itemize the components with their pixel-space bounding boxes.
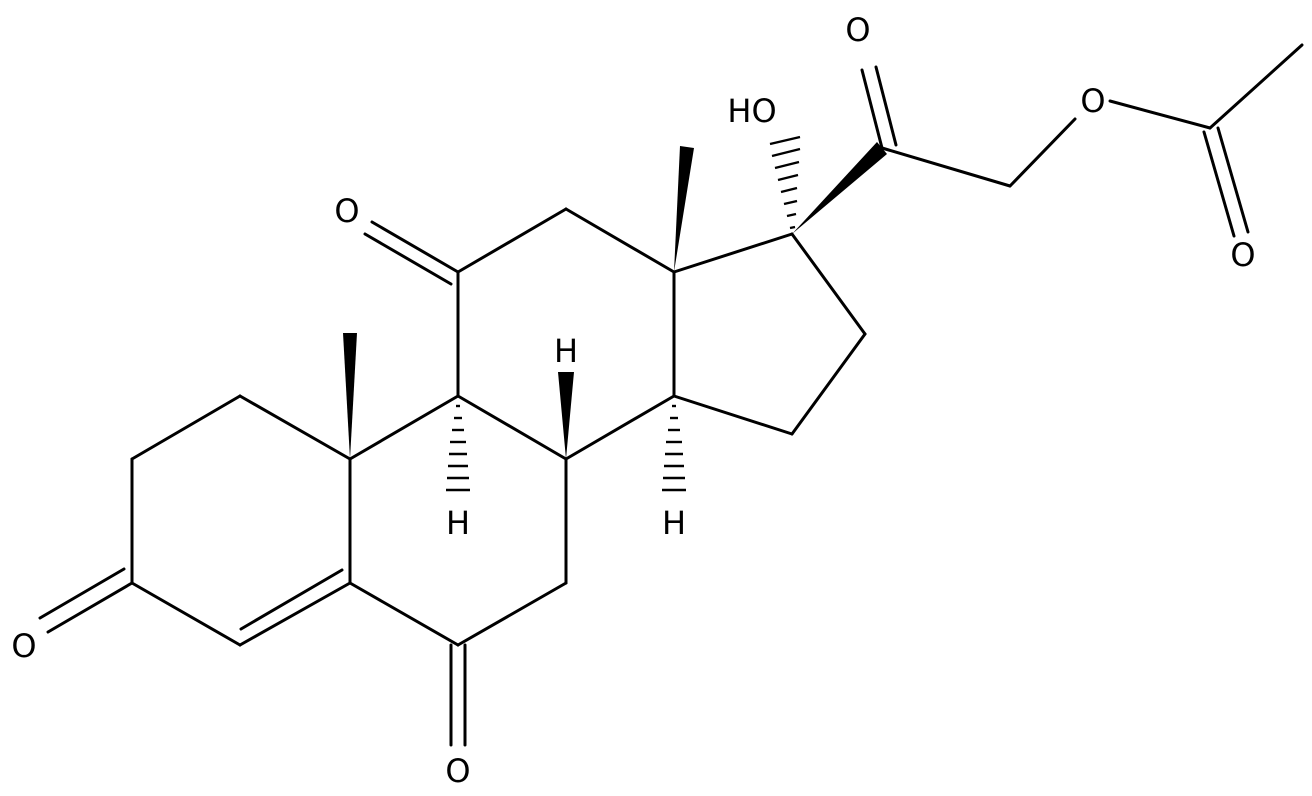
atom-o-c20: O [845,11,870,49]
c11-ketone [363,220,460,286]
c6-ketone [449,643,467,747]
double-bond-c4-c5 [239,568,344,631]
acetate-chain [880,43,1304,238]
atom-hydroxyl: HO [727,92,776,130]
atom-h-c8: H [554,332,578,370]
c17-c20-wedge [792,142,887,234]
atom-o-c6: O [445,752,470,790]
h-c8-wedge [558,372,574,459]
c13-methyl-wedge [674,146,694,272]
ring-c [456,207,676,461]
h-c9-hash [446,404,470,492]
atom-h-c9: H [446,504,470,542]
c10-methyl-wedge [343,333,357,459]
ring-a [130,394,352,647]
c20-ketone [860,65,898,150]
h-c14-hash [662,404,686,492]
atom-o-c3: O [11,627,36,665]
atom-o-acetyl: O [1230,236,1255,274]
atom-o-ester: O [1080,82,1105,120]
c17-hydroxyl-hash [769,135,801,230]
ring-b [348,394,568,647]
atom-h-c14: H [662,504,686,542]
c3-ketone [38,567,134,634]
atom-o-c11: O [334,192,359,230]
ring-d [672,232,867,436]
